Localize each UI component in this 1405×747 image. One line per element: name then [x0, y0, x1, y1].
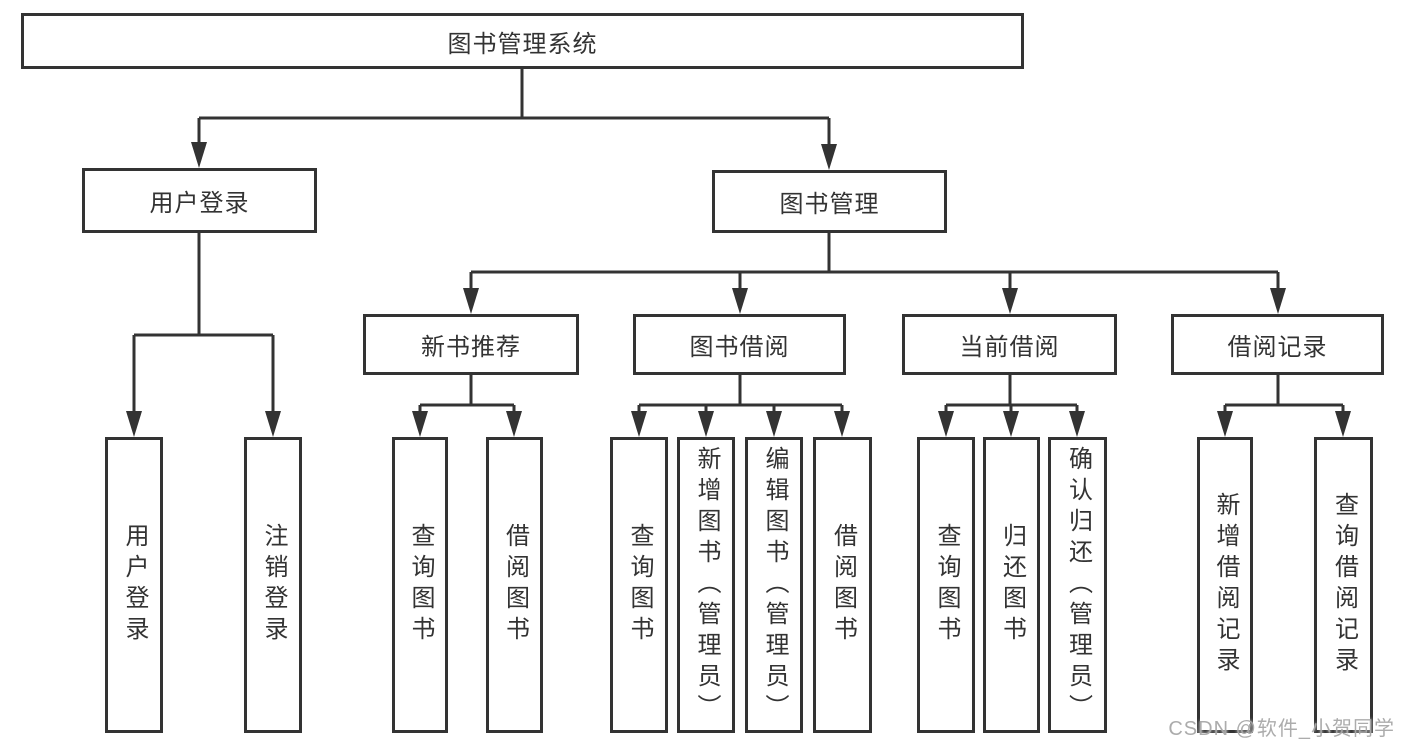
arrowhead-icon [1003, 411, 1019, 437]
arrowhead-icon [1002, 288, 1018, 314]
leaf-borrow-borrow-books: 借阅图书 [813, 437, 872, 733]
leaf-recommend-query-books: 查询图书 [392, 437, 448, 733]
leaf-borrow-borrow-books-label: 借阅图书 [829, 523, 857, 647]
leaf-recommend-borrow-books-label: 借阅图书 [501, 523, 529, 647]
node-new-book-recommend: 新书推荐 [363, 314, 579, 375]
node-borrow-record: 借阅记录 [1171, 314, 1384, 375]
arrowhead-icon [732, 288, 748, 314]
leaf-borrow-add-books-admin-label: 新增图书（管理员） [693, 445, 720, 725]
arrowhead-icon [834, 411, 850, 437]
arrowhead-icon [506, 411, 522, 437]
csdn-watermark: CSDN @软件_小贺同学 [1168, 718, 1395, 740]
leaf-record-query: 查询借阅记录 [1314, 437, 1373, 733]
node-borrow-record-label: 借阅记录 [1227, 334, 1328, 361]
arrowhead-icon [938, 411, 954, 437]
arrowhead-icon [412, 411, 428, 437]
arrowhead-icon [463, 288, 479, 314]
arrowhead-icon [1270, 288, 1286, 314]
leaf-current-query-books: 查询图书 [917, 437, 975, 733]
connector-newrec-branch [418, 375, 516, 419]
arrowhead-icon [265, 411, 281, 437]
leaf-current-confirm-return-admin: 确认归还（管理员） [1048, 437, 1107, 733]
node-user-login-label: 用户登录 [149, 190, 250, 217]
leaf-current-return-books: 归还图书 [983, 437, 1040, 733]
leaf-record-add-label: 新增借阅记录 [1212, 492, 1239, 678]
arrowhead-icon [1069, 411, 1085, 437]
leaf-current-return-books-label: 归还图书 [998, 523, 1026, 647]
connector-root-branch [197, 69, 831, 152]
leaf-borrow-edit-books-admin: 编辑图书（管理员） [745, 437, 803, 733]
leaf-logout: 注销登录 [244, 437, 302, 733]
leaf-logout-label: 注销登录 [260, 523, 287, 647]
arrowhead-icon [126, 411, 142, 437]
leaf-user-login: 用户登录 [105, 437, 163, 733]
connector-bookmgmt-branch [469, 233, 1280, 296]
node-current-borrow: 当前借阅 [902, 314, 1117, 375]
leaf-record-add: 新增借阅记录 [1197, 437, 1253, 733]
arrowhead-icon [631, 411, 647, 437]
node-book-management-label: 图书管理 [779, 191, 880, 218]
connector-userlogin-branch [132, 233, 275, 419]
leaf-borrow-query-books: 查询图书 [610, 437, 668, 733]
node-book-borrow-label: 图书借阅 [689, 334, 790, 361]
node-root: 图书管理系统 [21, 13, 1024, 69]
arrowhead-icon [766, 411, 782, 437]
arrowhead-icon [1217, 411, 1233, 437]
arrowhead-icon [191, 142, 207, 168]
node-root-label: 图书管理系统 [447, 30, 598, 58]
leaf-current-query-books-label: 查询图书 [933, 523, 960, 647]
leaf-recommend-borrow-books: 借阅图书 [486, 437, 543, 733]
node-book-borrow: 图书借阅 [633, 314, 846, 375]
leaf-user-login-label: 用户登录 [121, 523, 148, 647]
connector-currentborrow-branch [944, 375, 1079, 419]
connector-bookborrow-branch [637, 375, 844, 419]
leaf-recommend-query-books-label: 查询图书 [407, 523, 434, 647]
node-new-book-recommend-label: 新书推荐 [421, 334, 521, 361]
leaf-borrow-query-books-label: 查询图书 [626, 523, 653, 647]
node-current-borrow-label: 当前借阅 [959, 334, 1060, 361]
leaf-borrow-edit-books-admin-label: 编辑图书（管理员） [761, 445, 788, 725]
node-user-login: 用户登录 [82, 168, 317, 233]
connector-borrowrecord-branch [1223, 375, 1345, 419]
arrowhead-icon [1335, 411, 1351, 437]
leaf-current-confirm-return-admin-label: 确认归还（管理员） [1064, 445, 1092, 725]
node-book-management: 图书管理 [712, 170, 947, 233]
arrowhead-icon [821, 144, 837, 170]
leaf-borrow-add-books-admin: 新增图书（管理员） [677, 437, 735, 733]
leaf-record-query-label: 查询借阅记录 [1330, 492, 1358, 678]
arrowhead-icon [698, 411, 714, 437]
